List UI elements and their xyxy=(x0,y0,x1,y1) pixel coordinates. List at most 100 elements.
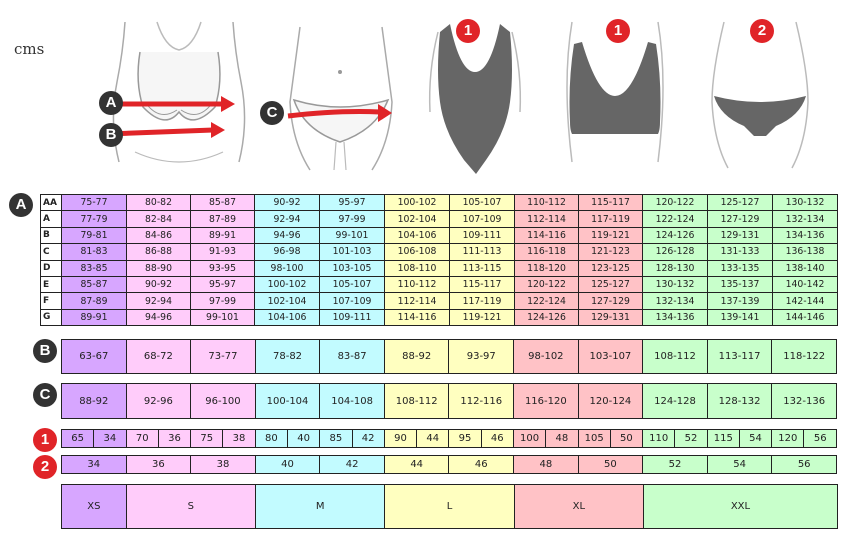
briefs-figure xyxy=(711,21,809,169)
band-a-cell-s: 86-88 xyxy=(126,243,191,261)
row-1-cell-s: 36 xyxy=(157,429,192,448)
row-b-cell-xl: 103-107 xyxy=(577,339,644,374)
band-a-cell-xxl: 129-131 xyxy=(707,226,773,245)
row-2-cell-xl: 50 xyxy=(577,455,644,474)
band-a-cell-m: 103-105 xyxy=(319,259,385,277)
row-1-cell-l: 90 xyxy=(383,429,418,448)
size-label-xl: XL xyxy=(513,484,644,529)
band-a-cell-xl: 121-123 xyxy=(578,243,643,261)
band-a-cell-m: 100-102 xyxy=(254,275,320,294)
band-a-cell-xl: 127-129 xyxy=(578,292,643,310)
band-a-cell-s: 80-82 xyxy=(126,193,191,212)
band-a-cell-xxl: 130-132 xyxy=(642,275,708,294)
row-1-cell-xxl: 120 xyxy=(771,429,805,448)
band-a-cell-xxl: 125-127 xyxy=(707,193,773,212)
size-label-m: M xyxy=(254,484,386,529)
band-a-cell-m: 101-103 xyxy=(319,243,385,261)
cup-label: G xyxy=(40,308,62,327)
band-a-cell-s: 91-93 xyxy=(190,243,255,261)
band-a-cell-l: 113-115 xyxy=(449,259,515,277)
cup-label: C xyxy=(40,243,62,261)
band-a-cell-xxl: 135-137 xyxy=(707,275,773,294)
band-a-cell-l: 110-112 xyxy=(384,275,450,294)
band-a-cell-xxl: 140-142 xyxy=(772,275,838,294)
band-a-cell-xxl: 126-128 xyxy=(642,243,708,261)
band-a-cell-xxl: 131-133 xyxy=(707,243,773,261)
band-a-cell-l: 107-109 xyxy=(449,210,515,228)
band-a-cell-xl: 123-125 xyxy=(578,259,643,277)
row-1-cell-m: 80 xyxy=(254,429,288,448)
row-b-cell-m: 83-87 xyxy=(319,339,385,374)
row-b-cell-xxl: 118-122 xyxy=(771,339,837,374)
band-a-cell-xs: 81-83 xyxy=(61,243,127,261)
band-a-cell-xxl: 139-141 xyxy=(707,308,773,327)
band-a-cell-xl: 117-119 xyxy=(578,210,643,228)
band-a-cell-xl: 119-121 xyxy=(578,226,643,245)
row-2-cell-xl: 48 xyxy=(513,455,579,474)
band-a-cell-xxl: 134-136 xyxy=(772,226,838,245)
row-c-cell-xs: 88-92 xyxy=(61,383,127,419)
badge-a-section: A xyxy=(9,193,33,217)
row-b-cell-l: 88-92 xyxy=(383,339,450,374)
band-a-cell-s: 90-92 xyxy=(126,275,191,294)
cup-label: E xyxy=(40,275,62,294)
row-1-cell-m: 42 xyxy=(351,429,385,448)
row-1-cell-m: 40 xyxy=(286,429,321,448)
row-c-cell-xxl: 132-136 xyxy=(771,383,837,419)
cup-label: F xyxy=(40,292,62,310)
band-a-cell-xxl: 124-126 xyxy=(642,226,708,245)
band-a-cell-s: 85-87 xyxy=(190,193,255,212)
band-a-cell-l: 117-119 xyxy=(449,292,515,310)
band-a-cell-m: 95-97 xyxy=(319,193,385,212)
band-a-cell-xxl: 122-124 xyxy=(642,210,708,228)
band-a-cell-xl: 112-114 xyxy=(514,210,579,228)
row-c-cell-s: 96-100 xyxy=(190,383,256,419)
band-a-cell-xl: 124-126 xyxy=(514,308,579,327)
band-a-cell-xl: 118-120 xyxy=(514,259,579,277)
cup-label: B xyxy=(40,226,62,245)
band-a-cell-s: 92-94 xyxy=(126,292,191,310)
band-a-cell-xxl: 132-134 xyxy=(642,292,708,310)
band-a-cell-s: 94-96 xyxy=(126,308,191,327)
badge-b-figure: B xyxy=(99,123,123,147)
band-a-cell-xl: 115-117 xyxy=(578,193,643,212)
band-a-cell-l: 104-106 xyxy=(384,226,450,245)
row-2-cell-l: 46 xyxy=(448,455,515,474)
row-2-cell-xxl: 52 xyxy=(642,455,708,474)
hip-measurement-figure xyxy=(287,26,393,171)
row-b-cell-s: 68-72 xyxy=(125,339,192,374)
band-a-cell-xl: 114-116 xyxy=(514,226,579,245)
band-a-cell-m: 96-98 xyxy=(254,243,320,261)
row-b-cell-xxl: 113-117 xyxy=(706,339,773,374)
row-2-cell-s: 38 xyxy=(190,455,256,474)
row-1-cell-xxl: 52 xyxy=(674,429,708,448)
row-c-cell-xl: 120-124 xyxy=(577,383,644,419)
band-a-cell-l: 102-104 xyxy=(384,210,450,228)
row-b-cell-xs: 63-67 xyxy=(61,339,127,374)
row-c-cell-s: 92-96 xyxy=(125,383,192,419)
row-c-cell-l: 112-116 xyxy=(448,383,515,419)
band-a-cell-m: 104-106 xyxy=(254,308,320,327)
size-label-s: S xyxy=(125,484,256,529)
cup-label: A xyxy=(40,210,62,228)
row-1-cell-xxl: 54 xyxy=(738,429,773,448)
cup-label: AA xyxy=(40,193,62,212)
badge-b-section: B xyxy=(33,339,57,363)
band-a-cell-xs: 87-89 xyxy=(61,292,127,310)
row-c-cell-l: 108-112 xyxy=(383,383,450,419)
row-2-cell-xxl: 54 xyxy=(706,455,773,474)
band-a-cell-xxl: 120-122 xyxy=(642,193,708,212)
row-1-cell-s: 70 xyxy=(125,429,159,448)
hip-arrow-icon xyxy=(287,109,381,119)
